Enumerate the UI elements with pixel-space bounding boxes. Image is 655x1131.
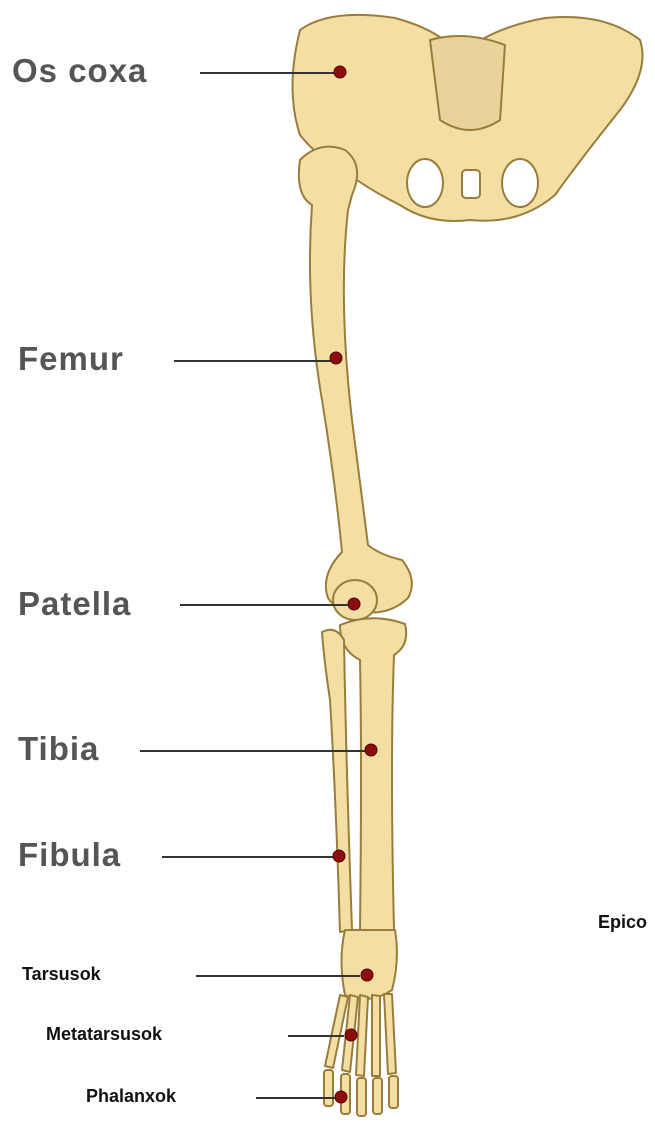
- leader-line-femur: [174, 360, 334, 362]
- leader-line-tarsusok: [196, 975, 360, 977]
- label-femur: Femur: [18, 340, 124, 378]
- leader-line-os-coxa: [200, 72, 336, 74]
- marker-femur: [330, 352, 343, 365]
- label-fibula: Fibula: [18, 836, 121, 874]
- femur-bone: [299, 147, 412, 613]
- marker-patella: [348, 598, 361, 611]
- tarsal-bones: [342, 930, 397, 999]
- label-phalanxok: Phalanxok: [86, 1086, 176, 1107]
- label-os-coxa: Os coxa: [12, 52, 147, 90]
- marker-os-coxa: [334, 66, 347, 79]
- label-metatarsusok: Metatarsusok: [46, 1024, 162, 1045]
- marker-tarsusok: [361, 969, 374, 982]
- label-tibia: Tibia: [18, 730, 99, 768]
- fibula-bone: [322, 630, 352, 932]
- marker-fibula: [333, 850, 346, 863]
- marker-metatarsusok: [345, 1029, 358, 1042]
- leader-line-phalanxok: [256, 1097, 336, 1099]
- label-cut-off-epico: Epico: [598, 912, 647, 933]
- label-tarsusok: Tarsusok: [22, 964, 101, 985]
- label-patella: Patella: [18, 585, 131, 623]
- leader-line-tibia: [140, 750, 366, 752]
- leader-line-fibula: [162, 856, 334, 858]
- leader-line-metatarsusok: [288, 1035, 344, 1037]
- marker-tibia: [365, 744, 378, 757]
- marker-phalanxok: [335, 1091, 348, 1104]
- leader-line-patella: [180, 604, 350, 606]
